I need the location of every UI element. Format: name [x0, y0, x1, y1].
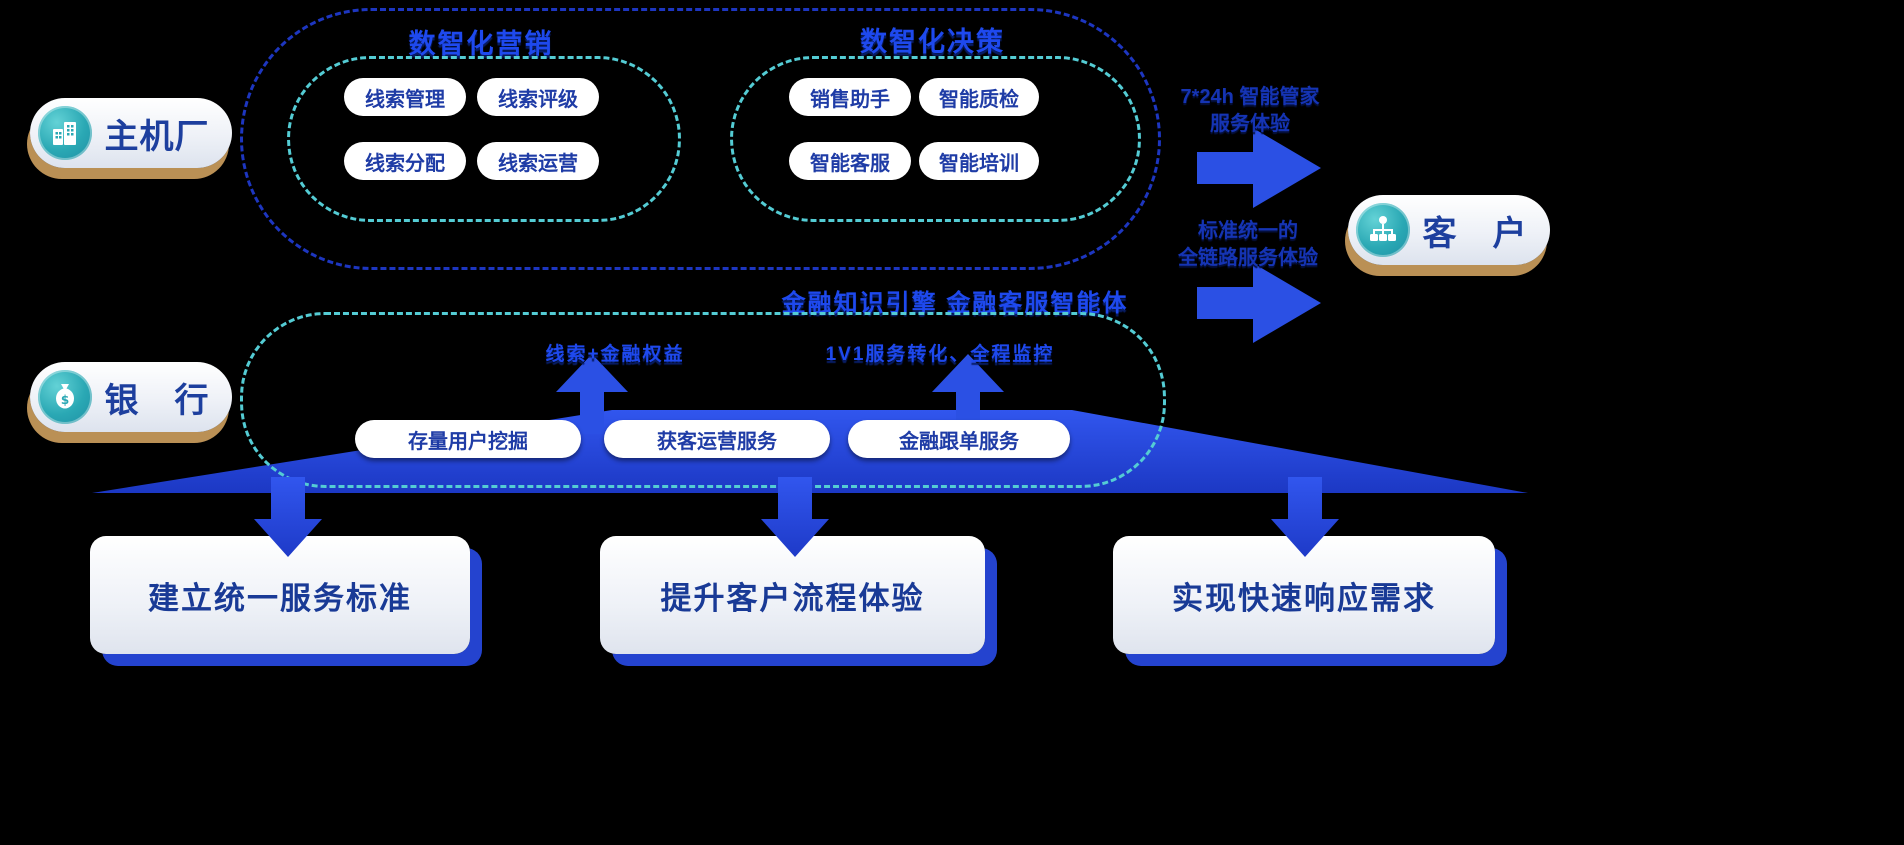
- decision-item: 智能质检: [919, 78, 1039, 116]
- marketing-item: 线索运营: [477, 142, 599, 180]
- up-arrow-right: [932, 354, 1004, 434]
- oem-capability-group: [240, 8, 1161, 270]
- decision-item: 智能客服: [789, 142, 911, 180]
- actor-oem-label: 主机厂: [104, 117, 210, 156]
- right-arrow-bottom-label: 标准统一的 全链路服务体验: [1178, 220, 1318, 269]
- actor-customer-label: 客 户: [1422, 214, 1528, 253]
- bank-service-group: [240, 312, 1166, 488]
- bank-service-item: 获客运营服务: [604, 420, 830, 458]
- svg-text:$: $: [61, 393, 69, 407]
- marketing-item: 线索分配: [344, 142, 466, 180]
- decision-group-title: 数智化决策: [860, 27, 1005, 57]
- actor-bank: $ 银 行: [30, 362, 232, 432]
- actor-customer: 客 户: [1348, 195, 1550, 265]
- actor-oem: 主机厂: [30, 98, 232, 168]
- right-arrow-bottom: [1197, 263, 1321, 343]
- marketing-group-title: 数智化营销: [408, 29, 554, 59]
- bank-service-item: 金融跟单服务: [848, 420, 1070, 458]
- marketing-item: 线索管理: [344, 78, 466, 116]
- result-box: 建立统一服务标准: [90, 536, 470, 654]
- organization-icon: [1356, 203, 1410, 257]
- decision-group-box: [730, 56, 1141, 222]
- actor-bank-label: 银 行: [104, 381, 210, 420]
- result-box: 提升客户流程体验: [600, 536, 985, 654]
- money-bag-icon: $: [38, 370, 92, 424]
- bank-service-item: 存量用户挖掘: [355, 420, 581, 458]
- bank-caption-left: 线索+金融权益: [545, 344, 685, 365]
- marketing-group-box: [287, 56, 681, 222]
- decision-item: 销售助手: [789, 78, 911, 116]
- bank-caption-right: 1V1服务转化、全程监控: [825, 344, 1055, 365]
- result-box: 实现快速响应需求: [1113, 536, 1495, 654]
- up-arrow-left: [556, 354, 628, 434]
- right-arrow-top: [1197, 128, 1321, 208]
- marketing-item: 线索评级: [477, 78, 599, 116]
- decision-item: 智能培训: [919, 142, 1039, 180]
- building-icon: [38, 106, 92, 160]
- right-arrow-top-label: 7*24h 智能管家 服务体验: [1180, 86, 1320, 135]
